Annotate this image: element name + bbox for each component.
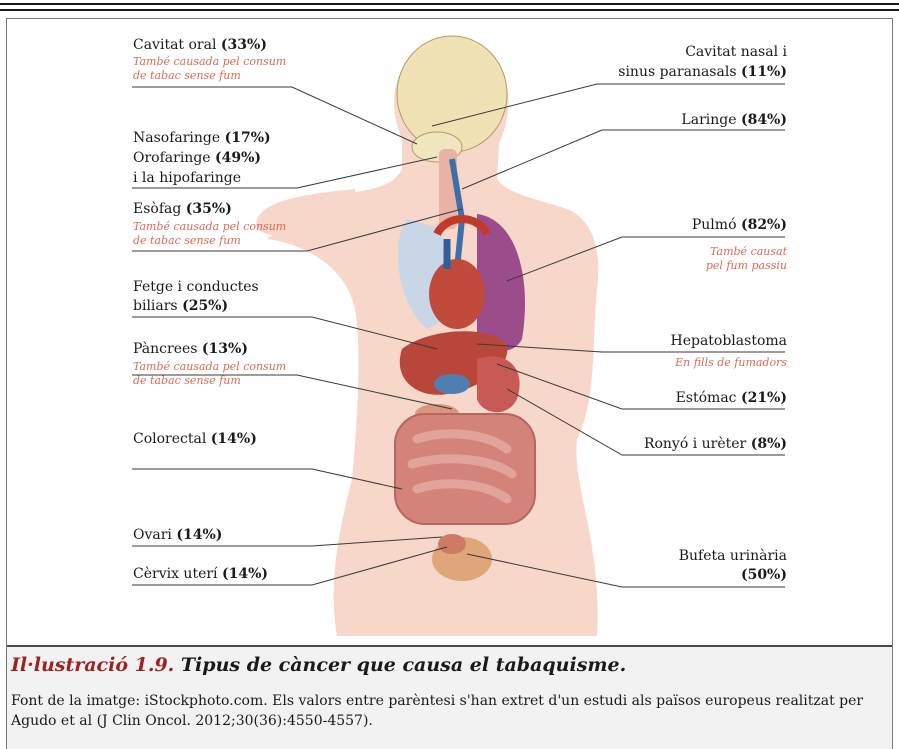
label-esofag-pct: (35%) (186, 201, 232, 217)
top-rule-1 (0, 3, 899, 5)
label-ronyo-pct: (8%) (751, 436, 787, 452)
label-bufeta-1: Bufeta urinària (679, 548, 787, 565)
label-fetge-pct: (25%) (182, 298, 228, 314)
label-laringe-name: Laringe (681, 112, 736, 128)
label-ovari: Ovari (14%) (133, 527, 222, 544)
caption-area: Il·lustració 1.9. Tipus de càncer que ca… (7, 645, 892, 749)
top-rule-2 (0, 9, 899, 11)
label-nasofaringe-name: Nasofaringe (133, 130, 220, 146)
label-laringe: Laringe (84%) (681, 112, 787, 129)
gallbladder (434, 374, 470, 394)
note-pulmo-2: pel fum passiu (706, 259, 787, 273)
label-orofaringe-name: Orofaringe (133, 150, 211, 166)
label-colorectal: Colorectal (14%) (133, 431, 257, 448)
label-orofaringe: Orofaringe (49%) (133, 150, 261, 167)
label-estomac-pct: (21%) (741, 390, 787, 406)
label-pancrees-pct: (13%) (202, 341, 248, 357)
label-estomac-name: Estómac (676, 390, 737, 406)
label-cervix-pct: (14%) (222, 566, 268, 582)
label-cavitat-nasal-name: sinus paranasals (618, 64, 736, 80)
leader-laringe (462, 130, 785, 189)
label-fetge-1: Fetge i conductes (133, 279, 259, 296)
caption-number: Il·lustració 1.9. (11, 654, 174, 676)
label-cavitat-oral-name: Cavitat oral (133, 37, 216, 53)
note-hepatoblastoma: En fills de fumadors (675, 356, 787, 370)
label-ronyo-name: Ronyó i urèter (644, 436, 746, 452)
note-pancrees-1: També causada pel consum (133, 360, 286, 374)
note-pulmo-1: També causat (710, 245, 787, 259)
caption-title: Il·lustració 1.9. Tipus de càncer que ca… (11, 654, 626, 676)
label-colorectal-pct: (14%) (211, 431, 257, 447)
label-colorectal-name: Colorectal (133, 431, 206, 447)
label-pancrees-name: Pàncrees (133, 341, 197, 357)
label-cavitat-oral-pct: (33%) (221, 37, 267, 53)
label-pulmo-name: Pulmó (692, 217, 737, 233)
note-pancrees-2: de tabac sense fum (133, 374, 241, 388)
label-esofag-name: Esòfag (133, 201, 181, 217)
label-pulmo: Pulmó (82%) (692, 217, 787, 234)
caption-title-text: Tipus de càncer que causa el tabaquisme. (181, 654, 626, 676)
label-cavitat-oral: Cavitat oral (33%) (133, 37, 267, 54)
label-cavitat-nasal-pct: (11%) (741, 64, 787, 80)
label-hipofaringe: i la hipofaringe (133, 170, 241, 187)
label-estomac: Estómac (21%) (676, 390, 787, 407)
label-cavitat-nasal-1: Cavitat nasal i (685, 44, 787, 61)
label-ronyo: Ronyó i urèter (8%) (644, 436, 787, 453)
label-fetge-2: biliars (25%) (133, 298, 228, 315)
label-ovari-name: Ovari (133, 527, 172, 543)
label-pancrees: Pàncrees (13%) (133, 341, 248, 358)
label-esofag: Esòfag (35%) (133, 201, 232, 218)
note-cavitat-oral-2: de tabac sense fum (133, 69, 241, 83)
note-cavitat-oral-1: També causada pel consum (133, 55, 286, 69)
figure-area: Cavitat oral (33%) També causada pel con… (7, 19, 892, 645)
note-esofag-2: de tabac sense fum (133, 234, 241, 248)
heart (429, 259, 485, 329)
label-bufeta-2: (50%) (741, 567, 787, 584)
label-ovari-pct: (14%) (176, 527, 222, 543)
label-pulmo-pct: (82%) (741, 217, 787, 233)
caption-text: Font de la imatge: iStockphoto.com. Els … (11, 691, 881, 731)
label-bufeta-pct: (50%) (741, 567, 787, 583)
label-cervix-name: Cèrvix uterí (133, 566, 218, 582)
label-cervix: Cèrvix uterí (14%) (133, 566, 268, 583)
label-cavitat-nasal-2: sinus paranasals (11%) (618, 64, 787, 81)
label-laringe-pct: (84%) (741, 112, 787, 128)
label-hepatoblastoma: Hepatoblastoma (670, 333, 787, 350)
label-orofaringe-pct: (49%) (215, 150, 261, 166)
label-fetge-name: biliars (133, 298, 178, 314)
label-nasofaringe: Nasofaringe (17%) (133, 130, 271, 147)
note-esofag-1: També causada pel consum (133, 220, 286, 234)
uterus (438, 534, 466, 554)
label-nasofaringe-pct: (17%) (225, 130, 271, 146)
